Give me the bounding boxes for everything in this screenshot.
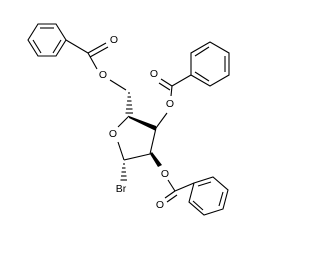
bond-carbonyl2-double-b [158,82,171,91]
molecule-diagram: O O O O O O O Br [27,23,230,216]
bond-ester2-carbonyl [170,85,173,97]
bond-carbonyl2-double-a [160,78,173,87]
bond-carbonyl1-double-b [89,46,109,58]
c2-ester-oxygen-label: O [161,168,169,180]
c3-carbonyl-oxygen-label: O [150,68,158,80]
bold-bond-c3-c4 [129,116,156,131]
bond-ester3-carbonyl [167,179,176,192]
bond-c3-ester-o [155,112,168,129]
ch2-ester-oxygen-label: O [99,69,107,81]
bond-c2-c3 [149,127,157,155]
benzoyl-ring-bottom-right [188,176,229,216]
benzoyl-ring-top-left [27,23,67,57]
structure-canvas: O O O O O O O Br [27,23,230,216]
benzoyl-ring-top-right [190,41,230,87]
bond-carbonyl2-ring [171,74,192,87]
bond-carbonyl3-double-a [164,190,176,199]
ch2-carbonyl-oxygen-label: O [110,34,118,46]
bond-c4-ring-o [117,115,130,128]
bromine-label: Br [116,183,127,195]
bond-ring1-carbonyl [65,39,89,54]
ring-oxygen-label: O [109,128,117,140]
hashed-bond-c1-br [120,163,127,181]
bond-carbonyl3-ring [174,182,195,192]
bond-carbonyl1-double-a [87,42,107,54]
bond-carbonyl1-ester-o [87,52,98,70]
bond-c1-c2 [123,153,151,161]
c3-ester-oxygen-label: O [166,98,174,110]
bond-carbonyl3-double-b [166,194,178,203]
bond-ester-o-ch2 [109,79,127,91]
bond-ring-o-c1 [117,141,125,161]
bold-bond-c2-ester-o [150,152,162,167]
c2-carbonyl-oxygen-label: O [156,199,164,211]
hashed-bond-c4-ch2 [125,92,133,114]
